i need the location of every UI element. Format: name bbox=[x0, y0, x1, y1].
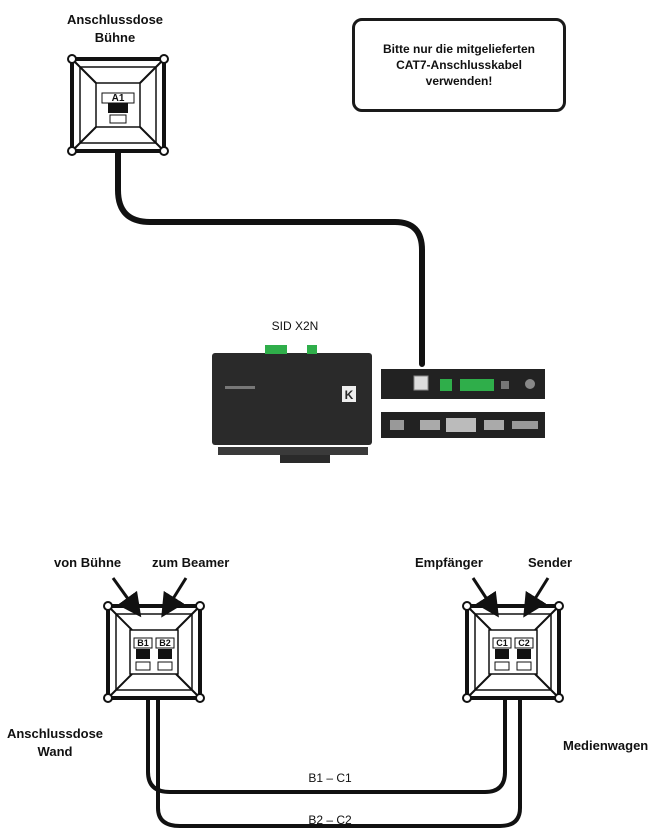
stage-box-title-line2: Bühne bbox=[94, 30, 136, 45]
cable-b2-c2 bbox=[156, 700, 522, 828]
cart-connection-box: C1 C2 bbox=[462, 601, 564, 703]
wall-port-b2: B2 bbox=[159, 638, 171, 648]
stage-connection-box: A1 bbox=[67, 54, 169, 156]
cart-port-c1: C1 bbox=[496, 638, 508, 648]
cart-box-caption: Medienwagen bbox=[563, 738, 649, 753]
wall-box-caption-line2: Wand bbox=[37, 744, 73, 759]
svg-text:K: K bbox=[345, 388, 354, 402]
arrow-von-buehne bbox=[111, 577, 142, 618]
cable-b1-c1 bbox=[146, 700, 507, 794]
wall-port-b1: B1 bbox=[137, 638, 149, 648]
device-rj45-port bbox=[413, 375, 429, 391]
stage-box-title-line1: Anschlussdose bbox=[66, 12, 164, 27]
cart-port-c2: C2 bbox=[518, 638, 530, 648]
arrow-empfaenger bbox=[471, 577, 499, 618]
cable-stage-to-device bbox=[115, 147, 425, 367]
wall-box-caption-line1: Anschlussdose bbox=[6, 726, 104, 741]
wall-box-label-in: von Bühne bbox=[54, 555, 122, 570]
wall-connection-box: B1 B2 bbox=[103, 601, 205, 703]
device-title: SID X2N bbox=[271, 319, 319, 333]
cable-label-lower: B2 – C2 bbox=[308, 813, 352, 827]
arrow-sender bbox=[523, 577, 550, 618]
note-line3: verwenden! bbox=[425, 74, 493, 88]
device-sid-x2n: K bbox=[212, 345, 545, 463]
cable-note-box: Bitte nur die mitgelieferten CAT7-Anschl… bbox=[352, 18, 566, 112]
arrow-zum-beamer bbox=[161, 577, 188, 618]
cart-box-label-receiver: Empfänger bbox=[415, 555, 483, 570]
cart-box-label-sender: Sender bbox=[528, 555, 573, 570]
stage-port-label: A1 bbox=[112, 93, 125, 104]
wall-box-label-out: zum Beamer bbox=[152, 555, 230, 570]
note-line2: CAT7-Anschlusskabel bbox=[396, 58, 522, 72]
cable-label-upper: B1 – C1 bbox=[308, 771, 352, 785]
note-line1: Bitte nur die mitgelieferten bbox=[382, 42, 536, 56]
